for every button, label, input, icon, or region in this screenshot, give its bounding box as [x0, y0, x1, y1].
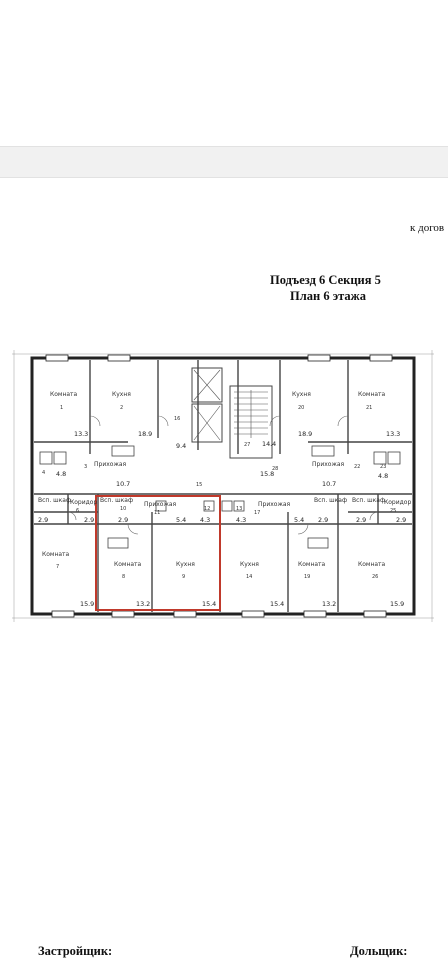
outer-walls: [30, 356, 416, 616]
room-16-area: 9.4: [176, 442, 186, 450]
room-5-area: 2.9: [38, 516, 48, 524]
room-6-label: Коридор: [70, 499, 97, 506]
room-20-area: 18.9: [298, 430, 312, 438]
room-21-num: 21: [366, 405, 372, 411]
room-7-label: Комната: [42, 551, 70, 558]
room-25-area: 2.9: [396, 516, 406, 524]
room-6-area: 2.9: [84, 516, 94, 524]
room-2-label: Кухня: [112, 391, 131, 398]
axis-lines: [12, 350, 434, 622]
fixtures: [39, 445, 401, 549]
room-4-num: 4: [42, 470, 45, 476]
room-14-label: Кухня: [240, 561, 259, 568]
room-24-area: 2.9: [356, 516, 366, 524]
room-2-num: 2: [120, 405, 123, 411]
room-27-num: 27: [244, 442, 250, 448]
room-17-num: 17: [254, 510, 260, 516]
room-14-num: 14: [246, 574, 252, 580]
top-bar: [0, 146, 448, 178]
buyer-signature-label: Дольщик:: [350, 944, 408, 958]
room-19-num: 19: [304, 574, 310, 580]
room-19-label: Комната: [298, 561, 326, 568]
room-28-area: 15.8: [260, 470, 274, 478]
room-22-label: Прихожая: [312, 461, 345, 468]
door-swings: [67, 415, 379, 535]
room-11-label: Прихожая: [144, 501, 177, 508]
room-15-num: 15: [196, 482, 202, 488]
room-6-num: 6: [76, 508, 79, 514]
room-1-area: 13.3: [74, 430, 88, 438]
room-17-area: 5.4: [294, 516, 304, 524]
room-28-num: 28: [272, 466, 278, 472]
room-1-label: Комната: [50, 391, 78, 398]
room-18-area: 2.9: [318, 516, 328, 524]
room-8-label: Комната: [114, 561, 142, 568]
title-line-2: План 6 этажа: [290, 289, 366, 303]
room-23-num: 23: [380, 464, 386, 470]
room-26-label: Комната: [358, 561, 386, 568]
room-25-num: 25: [390, 508, 396, 514]
room-12-num: 12: [204, 506, 210, 512]
room-23-area: 4.8: [378, 472, 388, 480]
room-8-area: 13.2: [136, 600, 150, 608]
room-13-area: 4.3: [236, 516, 246, 524]
room-8-num: 8: [122, 574, 125, 580]
inner-walls: [34, 360, 412, 612]
highlighted-apartment: [95, 495, 221, 611]
room-19-area: 13.2: [322, 600, 336, 608]
room-20-num: 20: [298, 405, 304, 411]
floor-plan: Комната 1 13.3 Кухня 2 18.9 Прихожая 3 1…: [12, 350, 434, 622]
room-18-label: Всп. шкаф: [314, 497, 347, 504]
room-21-label: Комната: [358, 391, 386, 398]
room-16-num: 16: [174, 416, 180, 422]
corner-note: к догов: [410, 222, 445, 234]
room-11-num: 11: [154, 510, 160, 516]
room-26-area: 15.9: [390, 600, 404, 608]
document-title: Подъезд 6 Секция 5 План 6 этажа: [270, 272, 400, 304]
room-22-num: 22: [354, 464, 360, 470]
room-13-num: 13: [236, 506, 242, 512]
developer-signature-label: Застройщик:: [38, 944, 113, 958]
room-12-area: 4.3: [200, 516, 210, 524]
room-10-label: Всп. шкаф: [100, 497, 133, 504]
room-17-label: Прихожая: [258, 501, 291, 508]
room-9-label: Кухня: [176, 561, 195, 568]
room-10-area: 2.9: [118, 516, 128, 524]
room-14-area: 15.4: [270, 600, 284, 608]
room-25-label: Коридор: [384, 499, 411, 506]
room-3-num: 3: [84, 464, 87, 470]
room-27-area: 14.4: [262, 440, 276, 448]
room-7-num: 7: [56, 564, 59, 570]
room-21-area: 13.3: [386, 430, 400, 438]
room-labels: Комната 1 13.3 Кухня 2 18.9 Прихожая 3 1…: [38, 391, 411, 608]
windows: [45, 354, 393, 618]
room-20-label: Кухня: [292, 391, 311, 398]
staircase: [193, 369, 268, 441]
room-22-area: 10.7: [322, 480, 336, 488]
room-26-num: 26: [372, 574, 378, 580]
room-24-label: Всп. шкаф: [352, 497, 385, 504]
room-9-num: 9: [182, 574, 185, 580]
room-9-area: 15.4: [202, 600, 216, 608]
title-line-1: Подъезд 6 Секция 5: [270, 273, 381, 287]
room-11-area: 5.4: [176, 516, 186, 524]
room-3-label: Прихожая: [94, 461, 127, 468]
room-5-label: Всп. шкаф: [38, 497, 71, 504]
room-4-area: 4.8: [56, 470, 66, 478]
room-1-num: 1: [60, 405, 63, 411]
room-3-area: 10.7: [116, 480, 130, 488]
room-10-num: 10: [120, 506, 126, 512]
room-7-area: 15.9: [80, 600, 94, 608]
room-2-area: 18.9: [138, 430, 152, 438]
